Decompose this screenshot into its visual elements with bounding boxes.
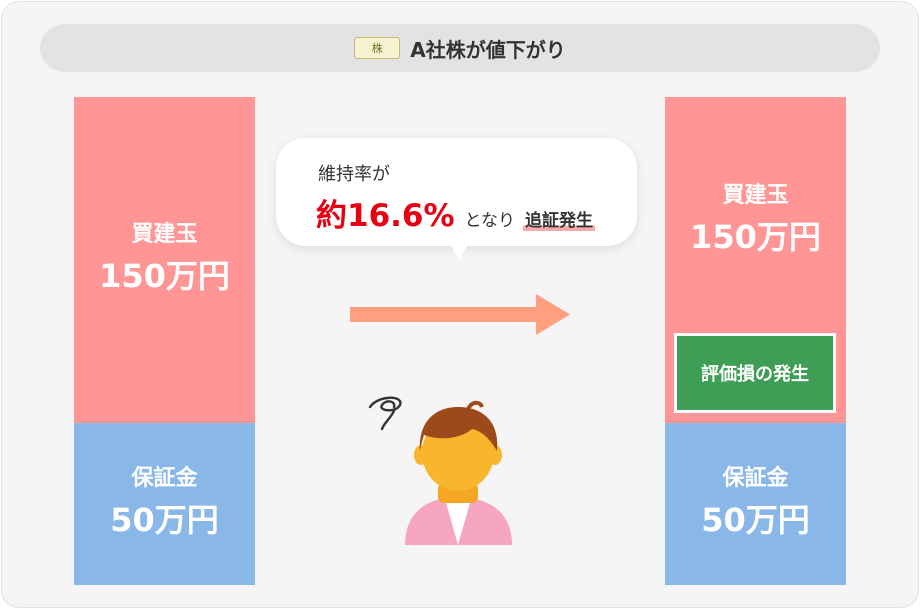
left-margin-amount: 50万円 (110, 501, 219, 540)
stock-badge-label: 株 (371, 42, 383, 55)
maintenance-rate: 約16.6% (316, 198, 455, 234)
left-buy-position-block: 買建玉 150万円 (74, 97, 255, 423)
right-margin-amount: 50万円 (701, 501, 810, 540)
left-margin-label: 保証金 (131, 466, 198, 491)
right-arrow-icon (350, 294, 570, 335)
valuation-loss-box: 評価損の発生 (674, 333, 836, 413)
stock-certificate-icon: 株 (354, 37, 401, 59)
header-bar: 株 A社株が値下がり (40, 24, 880, 72)
bubble-connector: となり (464, 211, 516, 231)
left-margin-block: 保証金 50万円 (74, 423, 255, 585)
bubble-line2: 約16.6% となり 追証発生 (316, 190, 596, 235)
worried-person-icon (368, 396, 512, 545)
speech-bubble: 維持率が 約16.6% となり 追証発生 (276, 138, 637, 246)
confusion-swirl-icon (368, 396, 402, 431)
margin-call-text: 追証発生 (523, 206, 596, 231)
left-buy-amount: 150万円 (99, 257, 230, 296)
right-margin-label: 保証金 (722, 466, 789, 491)
right-buy-label: 買建玉 (722, 183, 789, 208)
left-buy-label: 買建玉 (131, 222, 198, 247)
speech-bubble-tail (450, 244, 468, 260)
right-margin-block: 保証金 50万円 (665, 423, 846, 585)
bubble-line1: 維持率が (318, 164, 390, 185)
right-buy-amount: 150万円 (690, 218, 821, 257)
header-title: A社株が値下がり (410, 37, 566, 62)
valuation-loss-label: 評価損の発生 (701, 364, 809, 385)
